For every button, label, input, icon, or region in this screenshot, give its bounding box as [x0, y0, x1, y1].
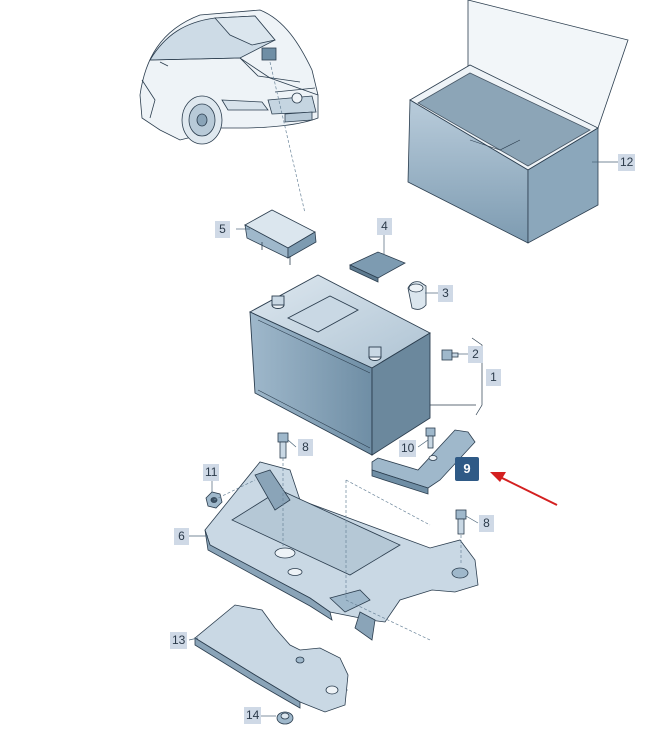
callout-8-lower: 8 — [479, 515, 494, 532]
callout-11: 11 — [203, 464, 220, 481]
callout-5: 5 — [215, 221, 230, 238]
callout-13: 13 — [170, 632, 188, 649]
callout-8-upper: 8 — [298, 439, 313, 456]
battery-insulation-box — [407, 0, 629, 244]
battery-bracket-line — [430, 337, 483, 416]
callout-12: 12 — [618, 154, 636, 171]
part-10-bolt — [425, 427, 436, 449]
part-5-cover — [244, 209, 317, 265]
callout-1: 1 — [486, 369, 501, 386]
callout-4: 4 — [377, 218, 392, 235]
part-2-bolt — [441, 349, 459, 361]
callout-6: 6 — [174, 528, 189, 545]
part-13-plate — [194, 604, 349, 713]
part-4-pad — [349, 251, 406, 283]
callout-10: 10 — [399, 440, 417, 457]
battery — [248, 274, 431, 456]
part-9-clamp-bracket — [371, 429, 476, 495]
callout-2: 2 — [468, 346, 483, 363]
part-8-bolt-upper — [277, 432, 289, 459]
alignment-guides — [213, 458, 462, 691]
callout-leader-lines — [188, 161, 618, 717]
highlight-arrow — [490, 472, 558, 506]
battery-tray — [204, 461, 479, 641]
callout-9-highlighted: 9 — [455, 457, 479, 481]
vehicle-illustration — [139, 9, 319, 145]
part-3-terminal-cap — [407, 281, 427, 310]
vehicle-leader-line — [269, 61, 306, 214]
part-14-clip — [276, 711, 294, 725]
callout-3: 3 — [438, 285, 453, 302]
callout-14: 14 — [244, 707, 262, 724]
part-8-bolt-lower — [455, 509, 467, 535]
